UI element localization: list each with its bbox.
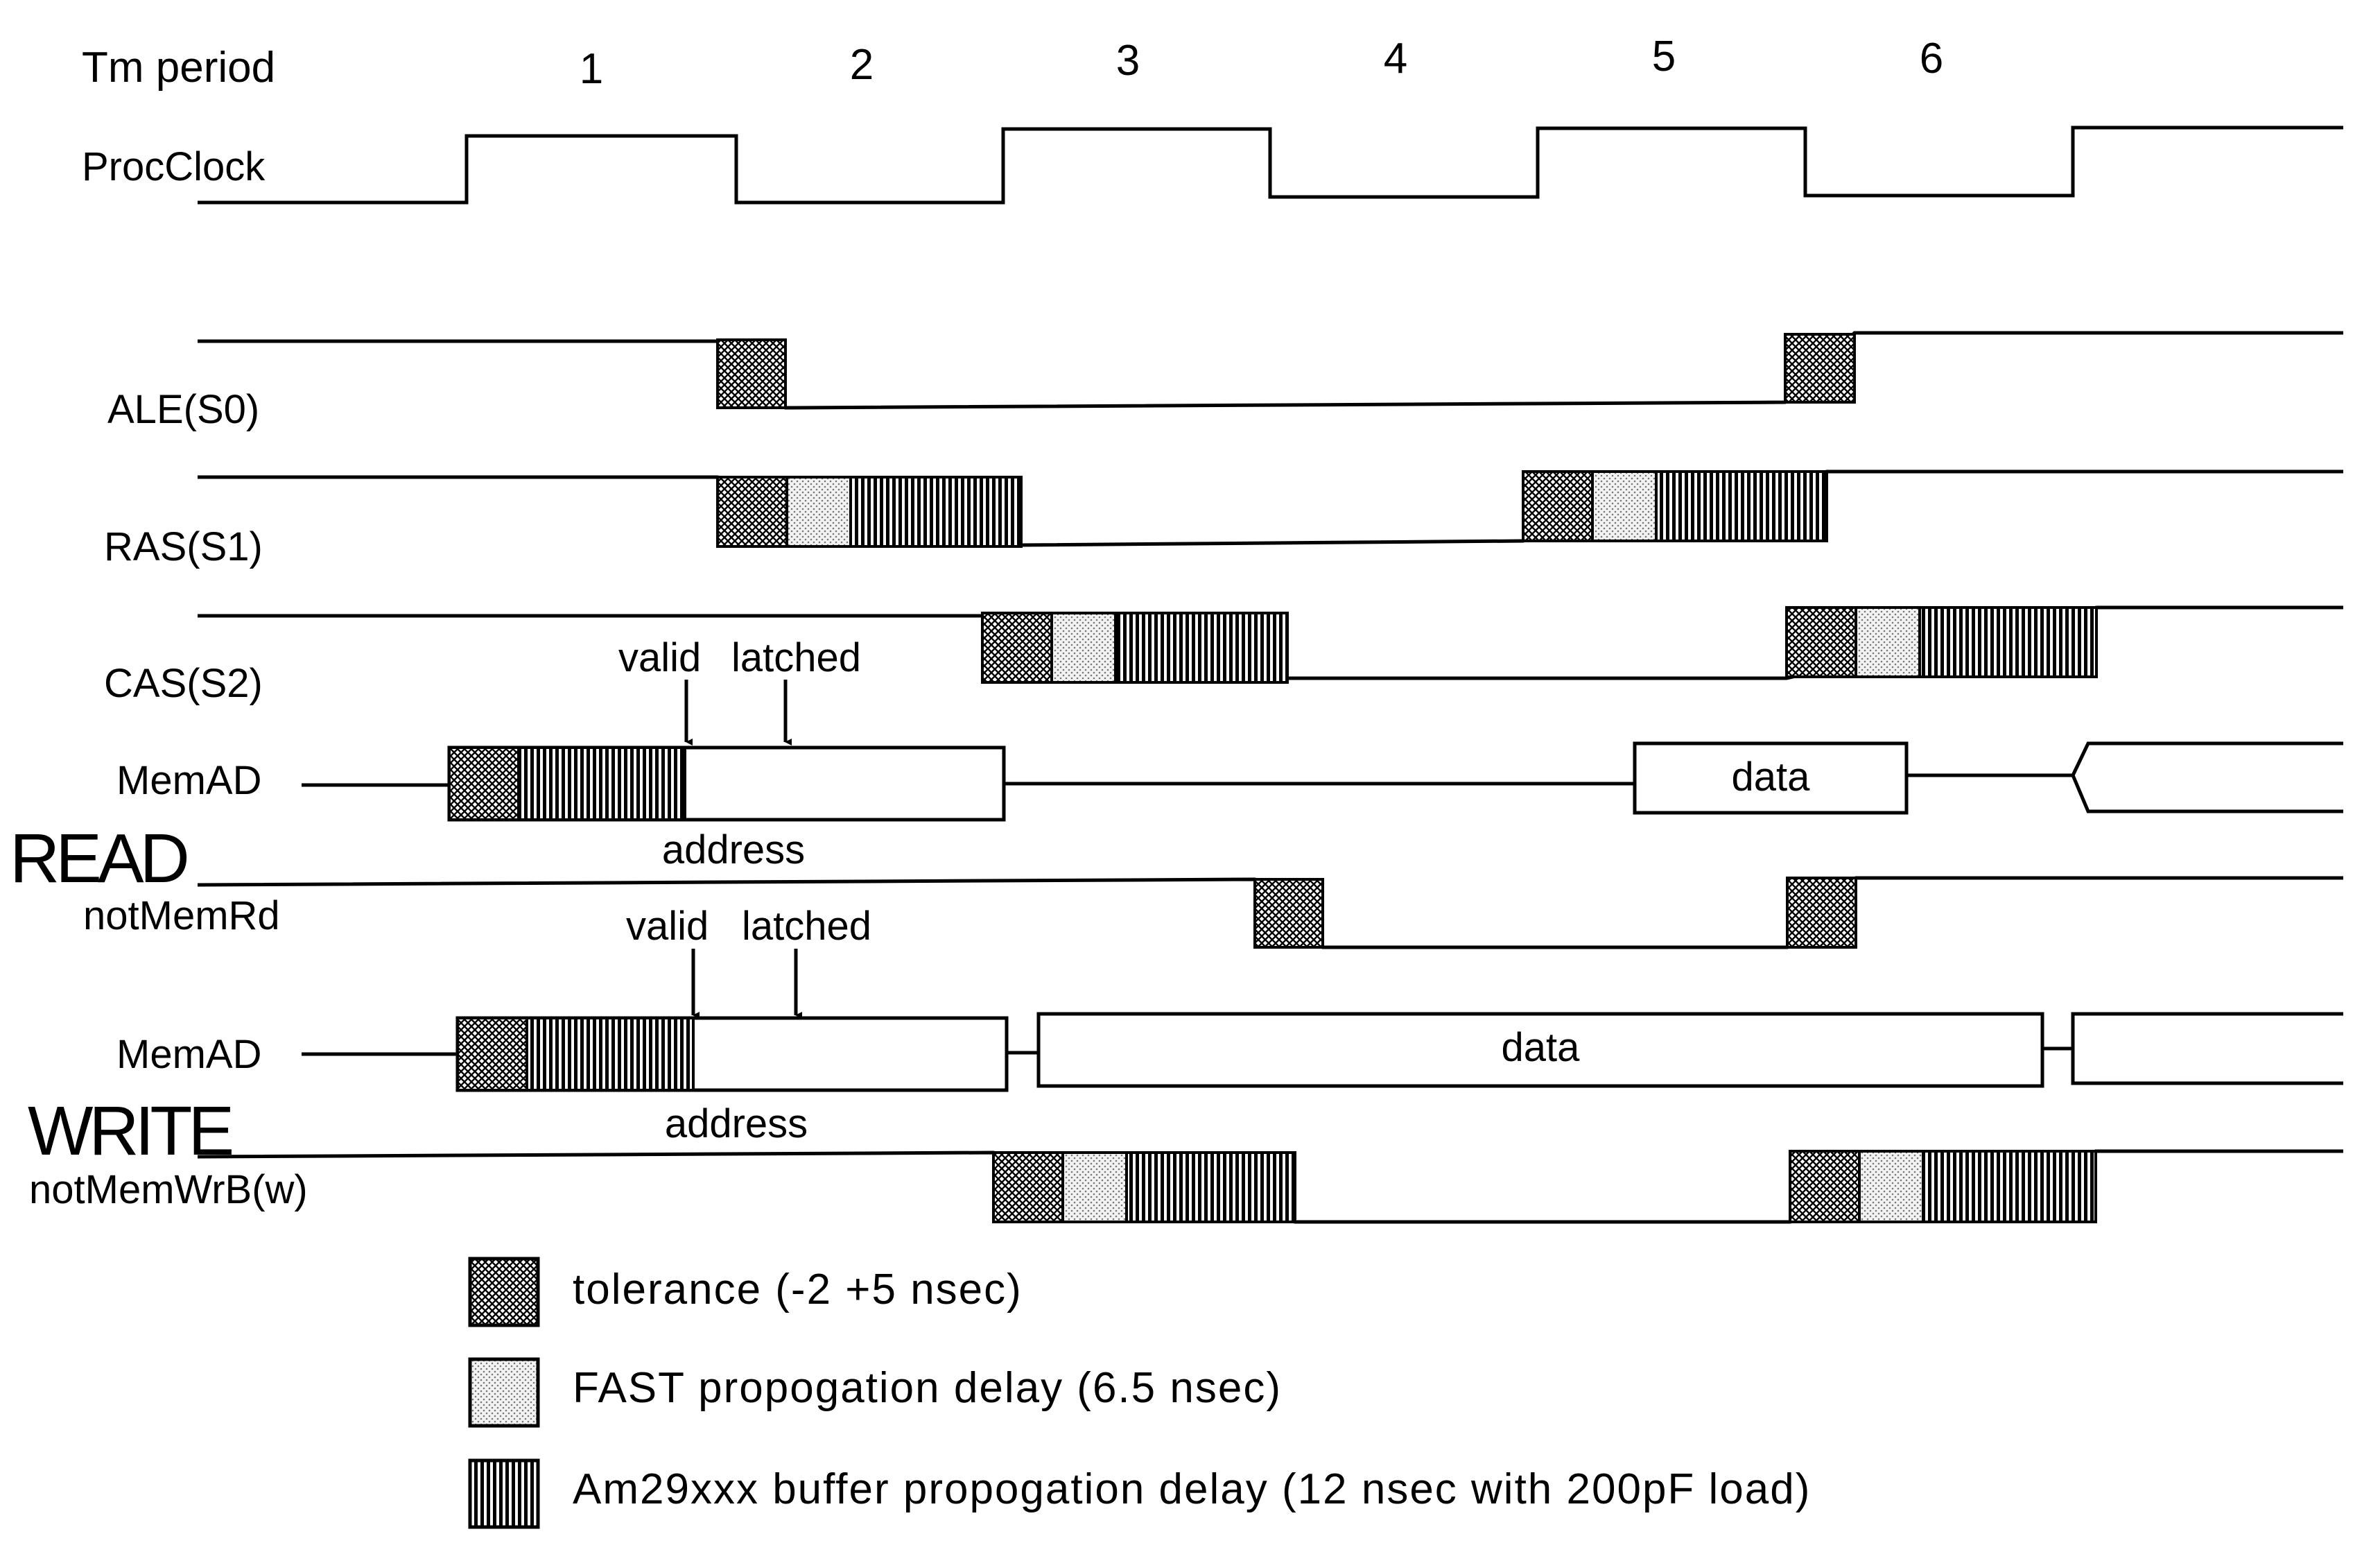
memad-read-next-cycle — [2071, 741, 2343, 813]
memad-read-address-label: address — [662, 827, 805, 872]
ras-tolerance-block-1 — [716, 476, 788, 548]
not-mem-wrb-tolerance-block-1 — [992, 1151, 1064, 1223]
ale-tolerance-block-2 — [1784, 333, 1856, 404]
legend: tolerance (-2 +5 nsec) FAST propogation … — [468, 1257, 1811, 1529]
legend-item-tolerance: tolerance (-2 +5 nsec) — [468, 1257, 1023, 1327]
period-number-4: 4 — [1384, 35, 1407, 83]
memad-write-address-label: address — [665, 1101, 808, 1146]
not-mem-wrb-buffer-delay-block-1 — [1125, 1151, 1296, 1223]
cas-fast-delay-block-2 — [1855, 606, 1921, 678]
memad-write-buffer-delay-block — [525, 1017, 695, 1092]
cas-buffer-delay-block-1 — [1114, 612, 1289, 684]
not-mem-wrb-tolerance-block-2 — [1789, 1150, 1861, 1223]
not-mem-rd-waveform — [197, 876, 2343, 949]
memad-write-data-box — [1036, 1012, 2044, 1088]
legend-label-tolerance: tolerance (-2 +5 nsec) — [573, 1266, 1023, 1313]
read-valid-label: valid — [618, 635, 701, 680]
ras-buffer-delay-block-2 — [1655, 470, 1828, 542]
memad-read-data-label: data — [1732, 755, 1811, 800]
ras-fast-delay-block-1 — [785, 476, 852, 548]
cas-label: CAS(S2) — [104, 661, 263, 706]
write-valid-label: valid — [626, 904, 709, 949]
legend-swatch-fast-delay — [468, 1357, 540, 1428]
cas-buffer-delay-block-2 — [1918, 606, 2098, 678]
cas-tolerance-block-2 — [1785, 606, 1857, 678]
memad-write-label: MemAD — [116, 1032, 261, 1077]
ras-fast-delay-block-2 — [1591, 470, 1658, 542]
read-section-label: READ — [10, 820, 187, 897]
not-mem-wrb-transition-2 — [1789, 1150, 2097, 1223]
cas-transition-2 — [1785, 606, 2098, 678]
not-mem-rd-label: notMemRd — [83, 893, 280, 938]
write-latched-label: latched — [742, 904, 871, 949]
legend-item-buffer-delay: Am29xxx buffer propogation delay (12 nse… — [468, 1458, 1811, 1529]
memad-read-tolerance-block — [448, 746, 520, 821]
procclock-waveform — [198, 126, 2343, 205]
legend-label-fast-delay: FAST propogation delay (6.5 nsec) — [573, 1364, 1282, 1412]
memad-read-buffer-delay-block — [517, 746, 686, 821]
period-number-6: 6 — [1920, 35, 1943, 83]
period-number-1: 1 — [580, 45, 603, 93]
period-number-2: 2 — [850, 41, 874, 89]
ras-label: RAS(S1) — [104, 524, 263, 569]
ras-transition-1 — [716, 476, 1023, 548]
not-mem-rd-tolerance-block-2 — [1786, 877, 1857, 949]
memad-write-data-label: data — [1502, 1025, 1581, 1070]
read-latched-label: latched — [731, 635, 861, 680]
not-mem-rd-tolerance-block-1 — [1253, 878, 1324, 949]
not-mem-wrb-waveform — [197, 1149, 2343, 1224]
period-label: Tm period — [82, 44, 275, 92]
cas-fast-delay-block-1 — [1050, 612, 1117, 684]
cas-transition-1 — [981, 612, 1289, 684]
legend-swatch-buffer-delay — [468, 1458, 540, 1529]
not-mem-wrb-fast-delay-block-1 — [1061, 1151, 1128, 1223]
legend-swatch-tolerance — [468, 1257, 540, 1327]
legend-item-fast-delay: FAST propogation delay (6.5 nsec) — [468, 1357, 1282, 1428]
cas-waveform — [198, 605, 2343, 680]
ras-waveform — [198, 469, 2343, 547]
ras-tolerance-block-2 — [1522, 470, 1594, 542]
cas-tolerance-block-1 — [981, 612, 1053, 684]
period-number-5: 5 — [1652, 33, 1676, 80]
procclock-label: ProcClock — [82, 144, 266, 189]
ale-tolerance-block-1 — [716, 338, 787, 409]
memad-write-next-cycle — [2071, 1012, 2343, 1085]
not-mem-wrb-label: notMemWrB(w) — [29, 1167, 308, 1212]
not-mem-wrb-buffer-delay-block-2 — [1922, 1150, 2097, 1223]
memad-write-tolerance-block — [456, 1017, 528, 1092]
ale-waveform — [198, 331, 2343, 410]
ale-label: ALE(S0) — [107, 387, 259, 432]
legend-label-buffer-delay: Am29xxx buffer propogation delay (12 nse… — [573, 1465, 1811, 1513]
not-mem-wrb-transition-1 — [992, 1151, 1296, 1223]
ras-transition-2 — [1522, 470, 1828, 542]
memad-read-label: MemAD — [116, 758, 261, 803]
not-mem-wrb-fast-delay-block-2 — [1858, 1150, 1925, 1223]
memad-read-data-box — [1633, 741, 1909, 815]
period-number-3: 3 — [1116, 37, 1140, 85]
ras-buffer-delay-block-1 — [849, 476, 1023, 548]
